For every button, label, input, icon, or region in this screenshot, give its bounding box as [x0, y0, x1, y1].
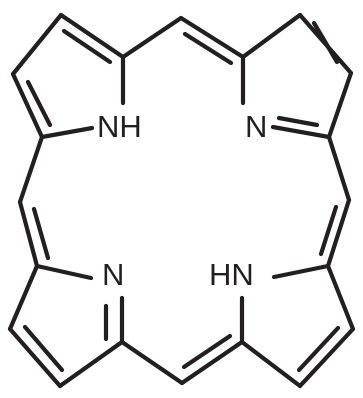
bond-tl-5	[39, 125, 95, 140]
bond-tl-2	[10, 12, 64, 77]
bond-br-4	[271, 263, 331, 280]
bond-tl-1	[58, 12, 126, 60]
bond-bl-inner-1	[22, 324, 65, 373]
bond-tr-inner-1	[311, 20, 340, 65]
atom-label-nh-top-left: NH	[97, 109, 142, 144]
atom-label-hn-bottom-right: HN	[209, 257, 254, 292]
bond-bl-4	[57, 339, 125, 389]
bond-br-2	[297, 326, 356, 389]
bond-bottom-inner	[181, 333, 233, 370]
bond-top-2	[178, 15, 246, 60]
bond-bottom-2	[179, 339, 245, 386]
bond-right-2	[325, 197, 352, 269]
bond-tl-3	[10, 71, 45, 140]
bond-top-inner	[182, 31, 234, 66]
bond-br-inner-1	[296, 325, 341, 373]
bond-tl-inner-2	[25, 79, 53, 128]
bond-bl-3	[7, 326, 63, 389]
bond-left-inner	[31, 206, 51, 261]
atom-labels: NH N N HN	[97, 109, 267, 292]
bond-left-2	[17, 199, 40, 269]
bond-tr-1	[240, 12, 303, 60]
bond-lines	[7, 12, 356, 389]
bond-tl-inner-1	[61, 28, 113, 65]
bond-br-3	[325, 263, 356, 332]
bond-br-1	[239, 339, 303, 389]
atom-label-n-bottom-left: N	[102, 257, 124, 292]
bond-bl-2	[7, 263, 40, 332]
bond-tr-3	[326, 70, 354, 140]
bond-tr-5	[270, 124, 332, 140]
bond-right-1	[326, 134, 352, 203]
bond-right-inner	[318, 204, 339, 257]
bond-bottom-1	[119, 339, 185, 386]
bond-bl-1	[34, 263, 94, 281]
bond-top-1	[120, 15, 184, 60]
bond-left-1	[17, 134, 45, 205]
bond-tr-inner-2	[276, 115, 320, 128]
atom-label-n-top-right: N	[245, 109, 267, 144]
